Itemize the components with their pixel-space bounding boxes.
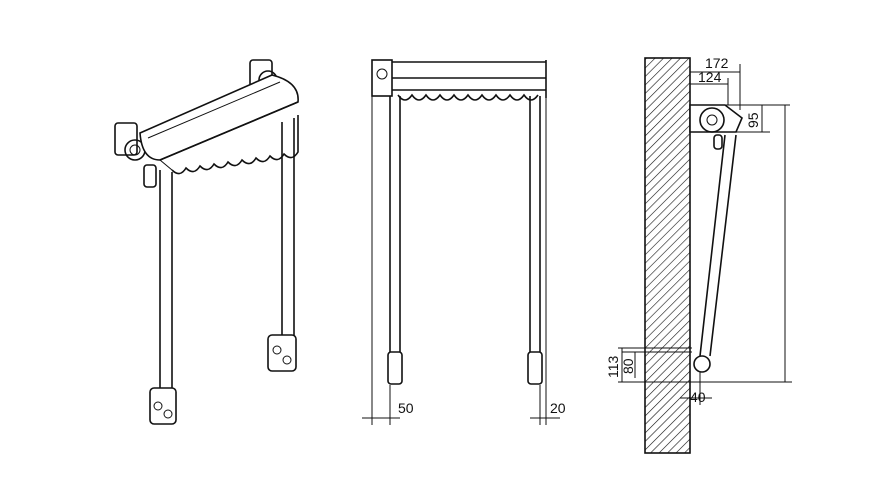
- wall-section: [644, 57, 691, 454]
- roller-cassette: [139, 74, 299, 175]
- left-arm: [149, 170, 177, 425]
- left-wall-bracket: [114, 122, 146, 161]
- left-arm-end: [387, 351, 403, 385]
- dim-arm-offset: 40: [690, 389, 706, 405]
- side-cassette: [689, 104, 743, 150]
- dim-bracket-height: 113: [605, 355, 621, 378]
- isometric-view: [114, 59, 299, 425]
- side-arm: [699, 134, 737, 357]
- dim-left-offset: 50: [398, 400, 414, 416]
- dim-depth-roller: 124: [698, 69, 722, 85]
- dim-bracket-inner: 80: [620, 358, 636, 374]
- side-arm-joint: [693, 355, 711, 373]
- left-arm-joint: [143, 164, 157, 188]
- side-view: 172 124 95 113 80 40: [605, 55, 792, 454]
- right-arm: [267, 118, 297, 372]
- front-view: 50 20: [362, 59, 566, 425]
- right-arm-end: [527, 351, 543, 385]
- dim-depth-overall: 172: [705, 55, 729, 71]
- dim-cassette-height: 95: [745, 112, 761, 128]
- left-end-cap: [371, 59, 393, 97]
- valance: [397, 93, 539, 101]
- dim-right-offset: 20: [550, 400, 566, 416]
- arms: [389, 96, 541, 370]
